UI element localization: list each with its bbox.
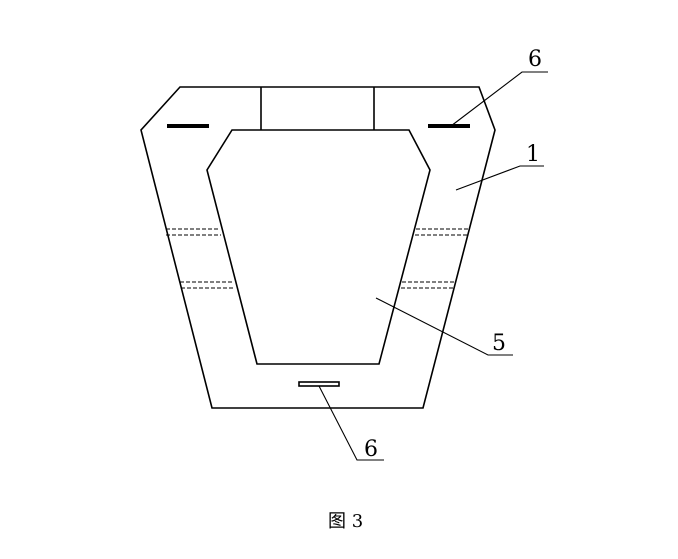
leader-line-1 [455, 165, 544, 191]
outer-housing [140, 86, 496, 409]
figure-caption: 图 3 [328, 511, 363, 532]
inner-cavity [206, 129, 431, 365]
label-6-bottom: 6 [364, 437, 378, 462]
embedded-bar-top-left [167, 124, 209, 128]
label-6-top: 6 [528, 47, 542, 72]
label-1: 1 [526, 142, 540, 167]
leader-line-6-top [450, 71, 548, 127]
leader-line-5 [375, 297, 513, 356]
leader-line-6-bottom [318, 385, 384, 461]
embedded-bar-top-right [428, 124, 470, 128]
embedded-bar-bottom [298, 381, 340, 387]
label-5: 5 [492, 331, 506, 356]
